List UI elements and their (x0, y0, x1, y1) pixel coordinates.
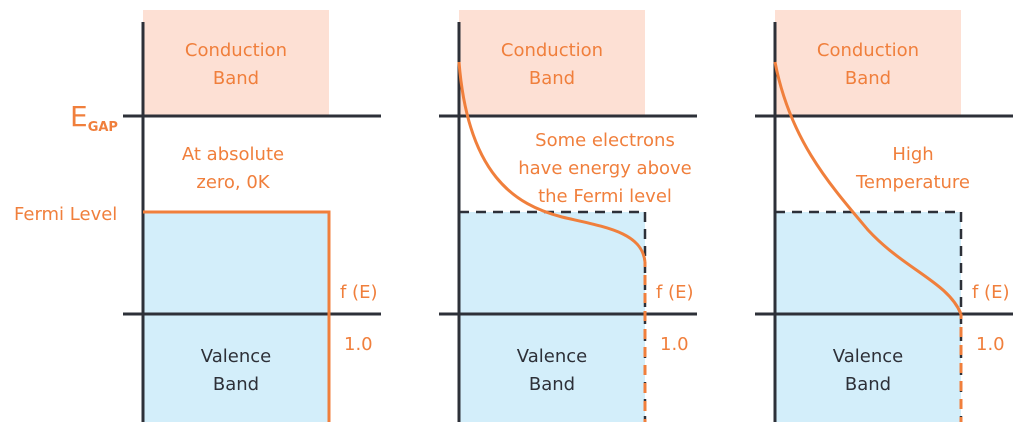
note-line-1: High (892, 144, 933, 165)
fermi-dirac-curve (457, 61, 647, 263)
one-label: 1.0 (344, 334, 373, 355)
panel-high-temperature: Conduction Band High Temperature f (E) 1… (755, 10, 1013, 422)
note-line-3: the Fermi level (538, 186, 672, 207)
note-line-2: have energy above (518, 158, 692, 179)
one-label: 1.0 (976, 334, 1005, 355)
valence-band-label-1: Valence (517, 346, 587, 367)
panel-absolute-zero: Conduction Band At absolute zero, 0K f (… (123, 10, 381, 422)
valence-band-box (143, 212, 329, 422)
conduction-band-label-1: Conduction (817, 40, 919, 61)
egap-label: EGAP (70, 100, 118, 135)
panel-room-temperature: Conduction Band Some electrons have ener… (439, 10, 697, 422)
fe-label: f (E) (656, 282, 693, 303)
valence-band-label-1: Valence (833, 346, 903, 367)
note-line-2: Temperature (855, 172, 970, 193)
valence-band-box (775, 212, 961, 422)
fe-label: f (E) (972, 282, 1009, 303)
fermi-dirac-curve (773, 61, 963, 315)
conduction-band-box (775, 10, 961, 116)
conduction-band-label-2: Band (529, 68, 575, 89)
note-line-2: zero, 0K (196, 172, 270, 193)
valence-band-label-2: Band (529, 374, 575, 395)
conduction-band-label-1: Conduction (185, 40, 287, 61)
note-line-1: At absolute (182, 144, 284, 165)
fermi-level-label: Fermi Level (14, 204, 117, 225)
fe-label: f (E) (340, 282, 377, 303)
one-label: 1.0 (660, 334, 689, 355)
fermi-dirac-step-curve (143, 210, 331, 422)
conduction-band-box (143, 10, 329, 116)
egap-sub: GAP (88, 120, 118, 135)
conduction-band-box (459, 10, 645, 116)
conduction-band-label-2: Band (213, 68, 259, 89)
note-line-1: Some electrons (535, 130, 675, 151)
valence-band-box (459, 212, 645, 422)
conduction-band-label-2: Band (845, 68, 891, 89)
conduction-band-label-1: Conduction (501, 40, 603, 61)
valence-band-label-1: Valence (201, 346, 271, 367)
valence-band-label-2: Band (845, 374, 891, 395)
egap-main: E (70, 100, 88, 133)
valence-band-label-2: Band (213, 374, 259, 395)
